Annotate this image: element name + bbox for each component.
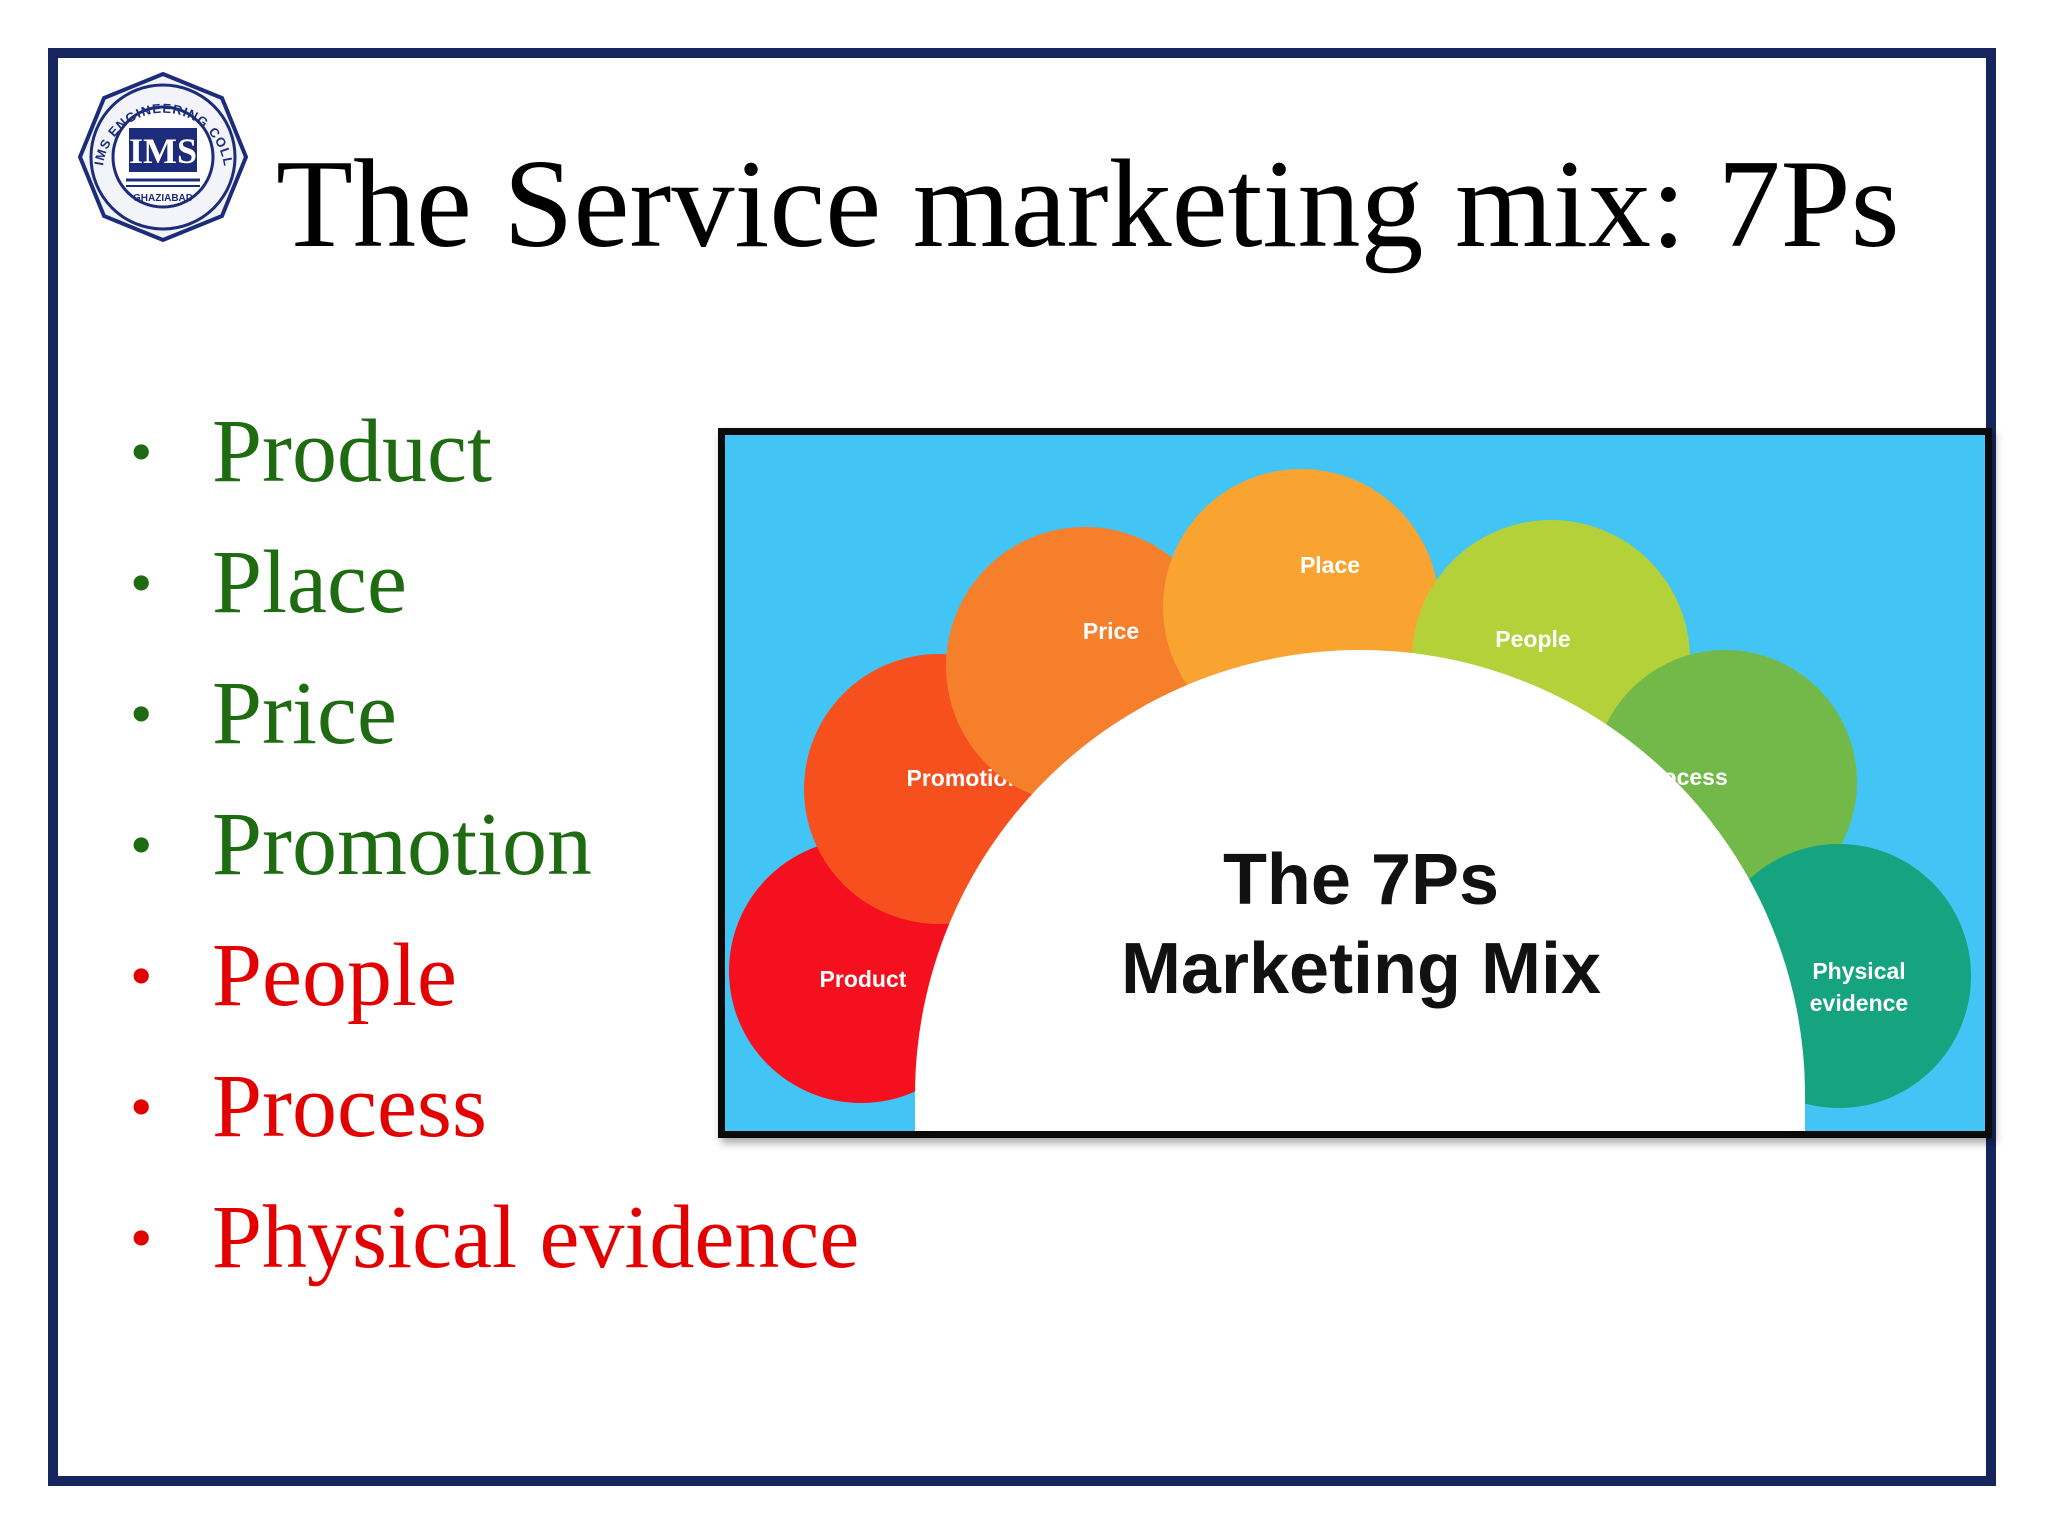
bullet-text: Process bbox=[212, 1057, 487, 1156]
list-item: • Promotion bbox=[130, 779, 859, 910]
bullet-glyph: • bbox=[130, 547, 153, 618]
list-item: • Process bbox=[130, 1041, 859, 1172]
seven-ps-diagram: Product Promotion Price Place People Pro… bbox=[718, 428, 1992, 1138]
center-title-line1: The 7Ps bbox=[1223, 840, 1499, 920]
petal-label: Physical bbox=[1812, 958, 1905, 984]
slide-title: The Service marketing mix: 7Ps bbox=[276, 135, 1900, 274]
petal-label: People bbox=[1495, 626, 1570, 652]
list-item: • People bbox=[130, 910, 859, 1041]
petal-label: Price bbox=[1083, 618, 1139, 644]
bullet-glyph: • bbox=[130, 416, 153, 487]
center-title-line2: Marketing Mix bbox=[1121, 929, 1601, 1009]
petal-label: evidence bbox=[1810, 990, 1908, 1016]
bullet-glyph: • bbox=[130, 678, 153, 749]
slide-frame: IMS ENGINEERING COLLEGE IMS GHAZIABAD Th… bbox=[48, 48, 1996, 1486]
bullet-text: Product bbox=[212, 402, 492, 501]
list-item: • Price bbox=[130, 648, 859, 779]
bullet-text: Price bbox=[212, 664, 397, 763]
bullet-glyph: • bbox=[130, 1071, 153, 1142]
petal-label: Place bbox=[1300, 552, 1360, 578]
petal-label: Product bbox=[820, 966, 907, 992]
bullet-text: Promotion bbox=[212, 795, 593, 894]
list-item: • Product bbox=[130, 386, 859, 517]
logo-city-text: GHAZIABAD bbox=[133, 193, 193, 204]
center-semicircle bbox=[915, 650, 1805, 1131]
bullet-text: Physical evidence bbox=[212, 1188, 860, 1287]
bullet-glyph: • bbox=[130, 809, 153, 880]
logo-emblem-text: IMS bbox=[129, 131, 197, 171]
bullet-glyph: • bbox=[130, 1202, 153, 1273]
college-seal-icon: IMS ENGINEERING COLLEGE IMS GHAZIABAD bbox=[70, 58, 251, 245]
bullet-text: Place bbox=[212, 533, 407, 632]
bullet-glyph: • bbox=[130, 940, 153, 1011]
list-item: • Place bbox=[130, 517, 859, 648]
bullet-text: People bbox=[212, 926, 457, 1025]
bullet-list: • Product • Place • Price • Promotion • … bbox=[130, 386, 859, 1303]
list-item: • Physical evidence bbox=[130, 1172, 859, 1303]
